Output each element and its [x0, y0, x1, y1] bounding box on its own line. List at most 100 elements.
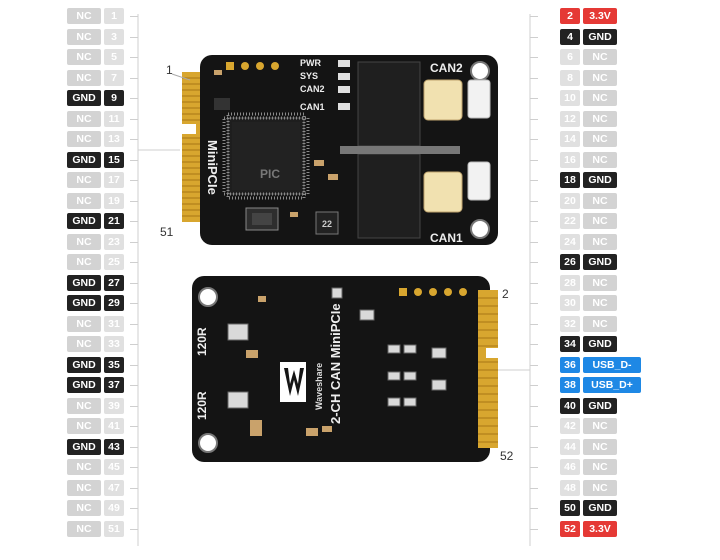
pin-label: NC	[583, 90, 617, 106]
pin-tick	[530, 344, 538, 345]
led-label-can2: CAN2	[300, 84, 325, 94]
callout-pin-52: 52	[500, 449, 514, 463]
back-gold-fingers	[478, 290, 498, 448]
pin-number: 37	[104, 377, 124, 393]
pin-label: GND	[67, 295, 101, 311]
pin-number: 40	[560, 397, 580, 414]
pin-tick	[130, 487, 138, 489]
pin-number: 1	[104, 8, 124, 24]
pin-label: NC	[583, 110, 617, 127]
pin-label: GND	[67, 151, 101, 168]
back-pcb	[192, 276, 490, 462]
pin-number: 13	[104, 131, 124, 147]
pin-tick	[530, 323, 538, 325]
pin-label: USB_D-	[583, 356, 641, 373]
side-label: MiniPCIe	[205, 140, 220, 195]
pin-number: 44	[560, 438, 580, 455]
pin-tick	[530, 16, 538, 17]
pin-number: 29	[104, 295, 124, 311]
pin-label: NC	[583, 69, 617, 86]
pin-tick	[130, 405, 138, 407]
pin-number: 49	[104, 500, 124, 516]
pin-label: GND	[583, 172, 617, 188]
can1-label: CAN1	[430, 231, 463, 245]
pin-number: 28	[560, 274, 580, 291]
pin-label: NC	[583, 418, 617, 434]
pin-label: NC	[583, 459, 617, 475]
pin-tick	[130, 467, 138, 468]
inductor	[315, 211, 339, 235]
pin-tick	[530, 139, 538, 140]
pin-tick	[530, 221, 538, 222]
pin-number: 30	[560, 295, 580, 311]
can1-connector	[467, 161, 491, 201]
pin-number: 8	[560, 69, 580, 86]
pin-number: 26	[560, 254, 580, 270]
pin-tick	[530, 282, 538, 284]
pin-tick	[530, 528, 538, 530]
pin-label: NC	[67, 110, 101, 127]
pin-label: NC	[67, 520, 101, 537]
pin-tick	[530, 467, 538, 468]
pin-tick	[130, 16, 138, 17]
pin-number: 43	[104, 438, 124, 455]
pin-tick	[130, 385, 138, 386]
led-label-can1: CAN1	[300, 102, 325, 112]
pin-number: 38	[560, 377, 580, 393]
pin-tick	[130, 426, 138, 427]
pin-number: 31	[104, 315, 124, 332]
resistor-label-1: 120R	[195, 327, 209, 356]
pin-label: GND	[67, 90, 101, 106]
pin-number: 46	[560, 459, 580, 475]
pin-number: 2	[560, 8, 580, 24]
resistor-label-2: 120R	[195, 391, 209, 420]
pin-label: NC	[67, 397, 101, 414]
pin-number: 11	[104, 110, 124, 127]
pin-number: 50	[560, 500, 580, 516]
pin-label: GND	[67, 377, 101, 393]
pin-tick	[130, 180, 138, 181]
brand-label: Waveshare	[314, 363, 324, 410]
pin-label: NC	[583, 438, 617, 455]
pin-tick	[130, 221, 138, 222]
can2-connector	[467, 79, 491, 119]
pin-label: NC	[67, 69, 101, 86]
mcu-chip: PIC	[222, 112, 310, 200]
pin-number: 35	[104, 356, 124, 373]
waveshare-logo-icon	[280, 362, 306, 402]
pin-number: 32	[560, 315, 580, 332]
pin-number: 24	[560, 233, 580, 250]
pin-label: USB_D+	[583, 377, 641, 393]
pin-label: NC	[583, 233, 617, 250]
pin-number: 18	[560, 172, 580, 188]
callout-pin-2: 2	[502, 287, 509, 301]
pin-tick	[130, 139, 138, 140]
pin-number: 47	[104, 479, 124, 496]
pin-number: 41	[104, 418, 124, 434]
pin-label: NC	[583, 213, 617, 229]
pin-label: NC	[583, 151, 617, 168]
